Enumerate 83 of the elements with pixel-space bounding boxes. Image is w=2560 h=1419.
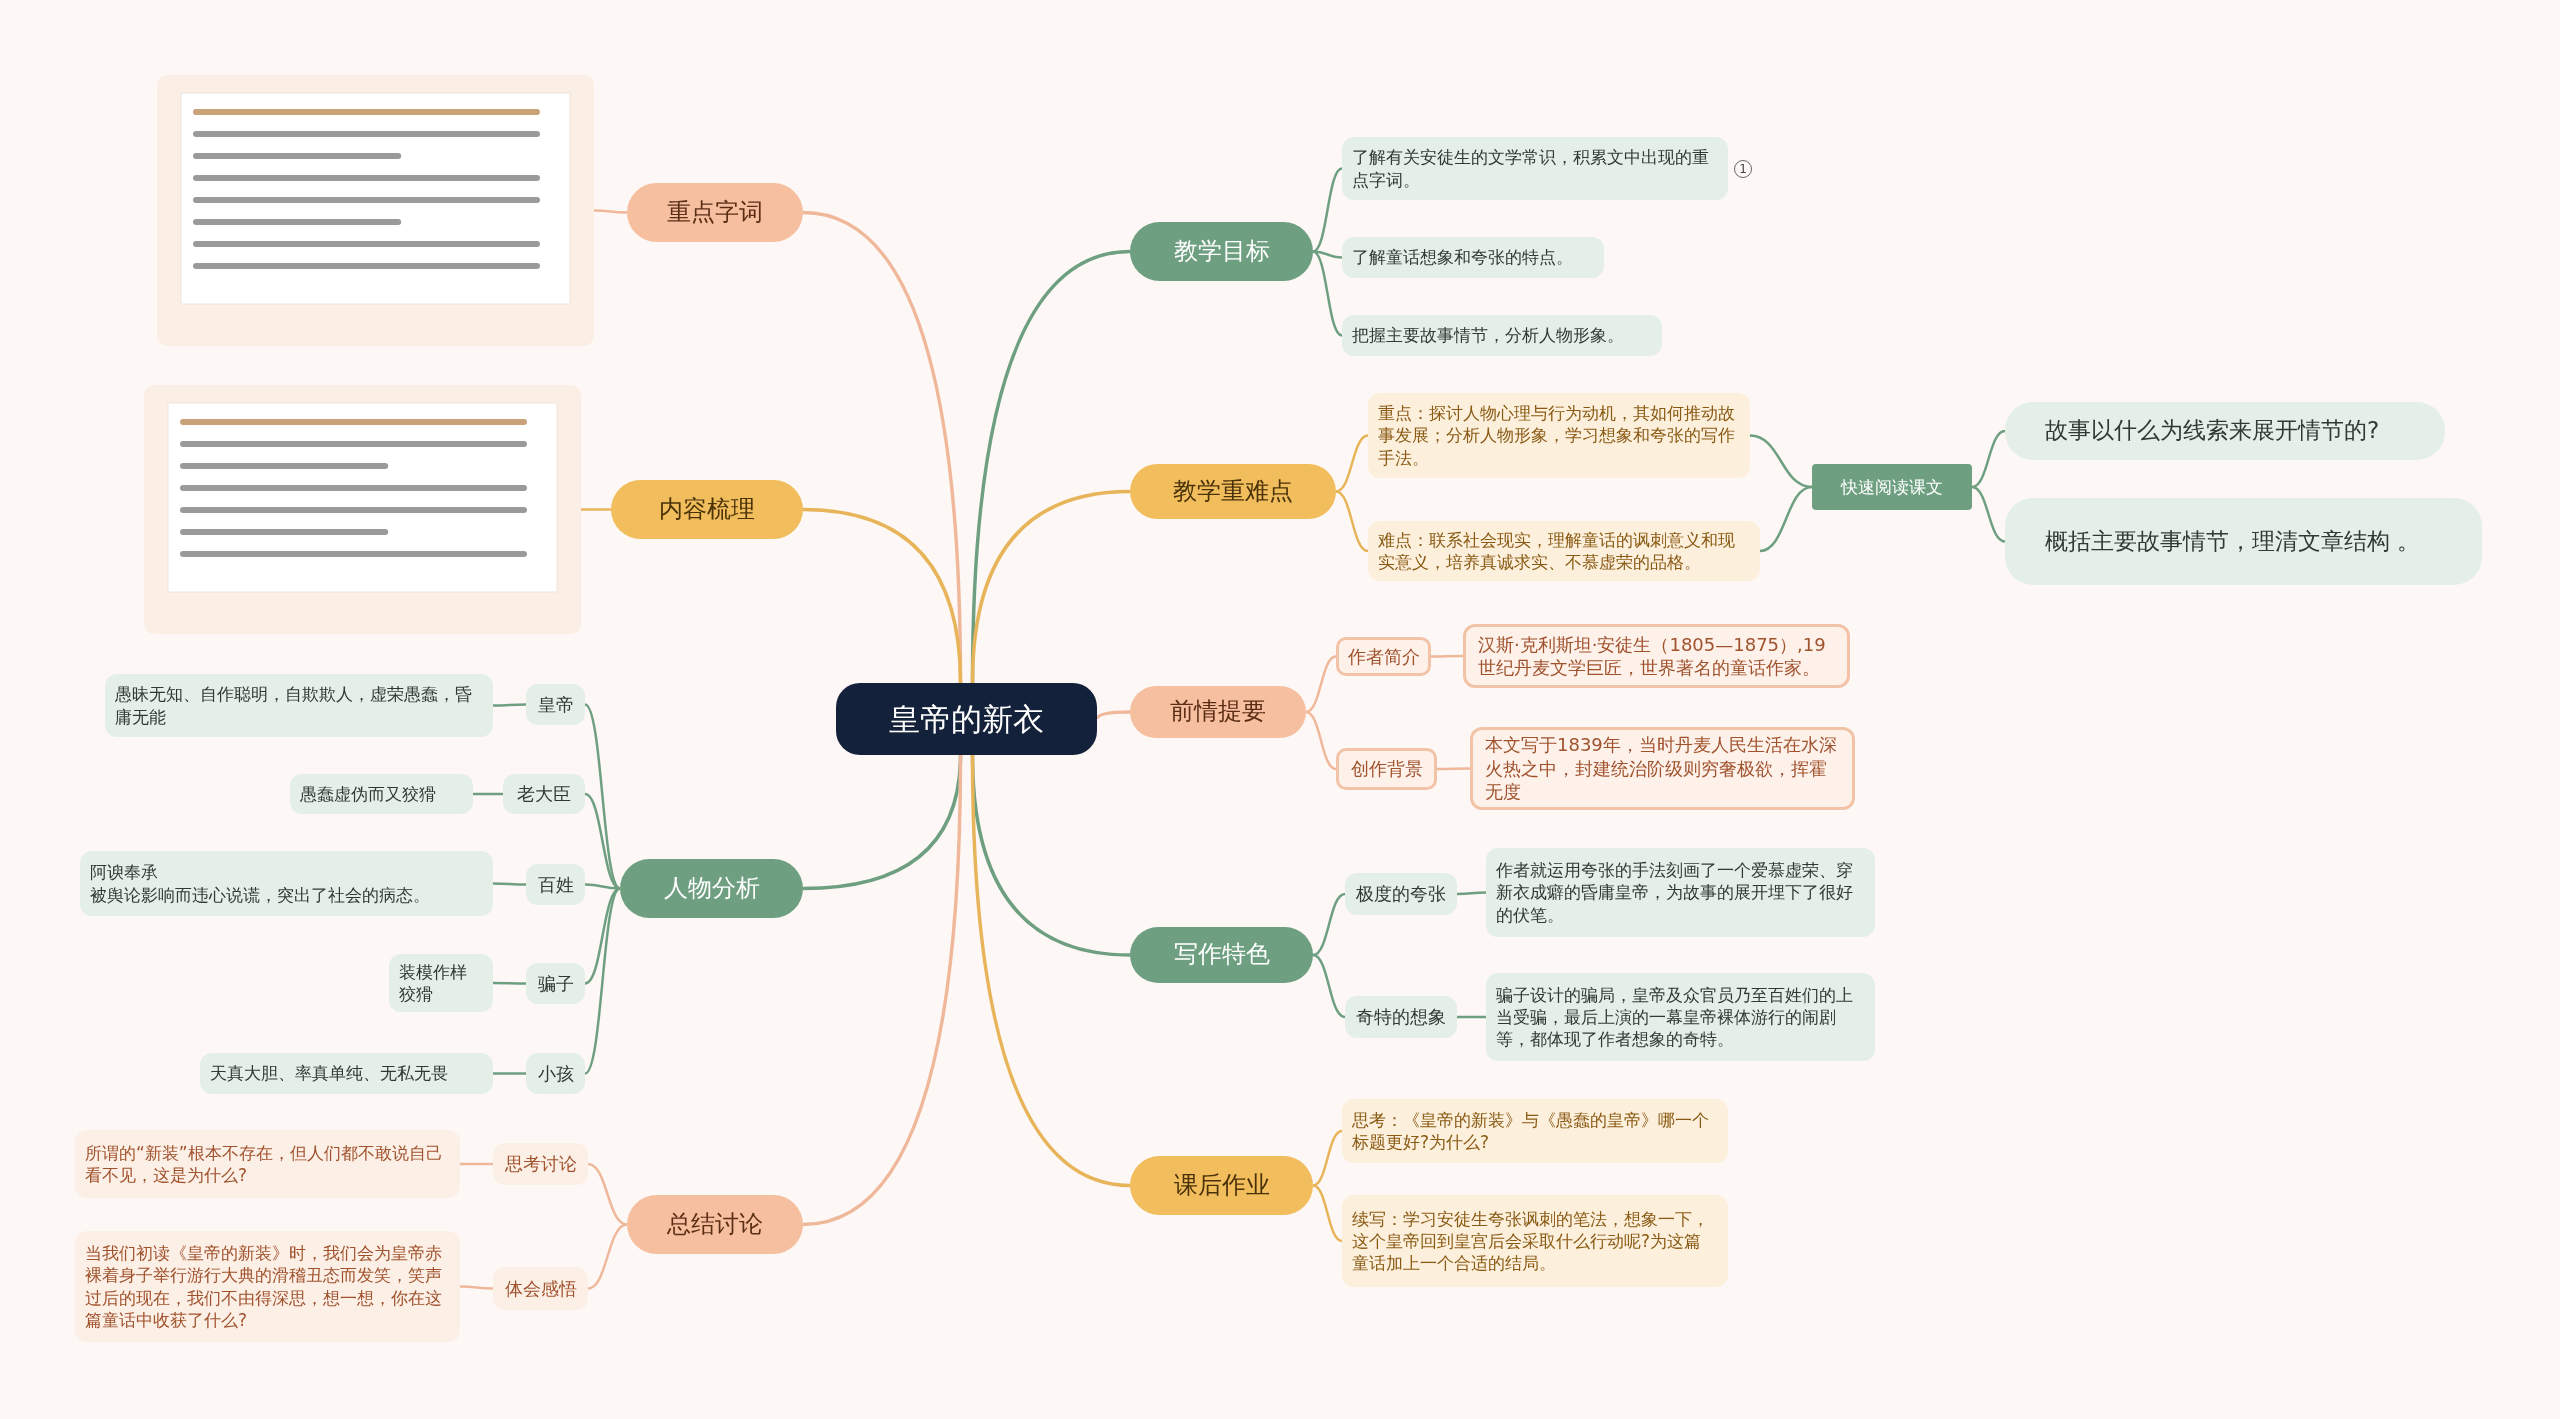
subtopic-box: 老大臣 xyxy=(503,774,585,814)
note-box: 愚蠢虚伪而又狡猾 xyxy=(290,774,473,814)
note-box: 续写：学习安徒生夸张讽刺的笔法，想象一下，这个皇帝回到皇宫后会采取什么行动呢?为这篇童话加上一个合适的结局。 xyxy=(1342,1195,1728,1287)
note-box: 汉斯·克利斯坦·安徒生（1805—1875）,19世纪丹麦文学巨匠，世界著名的童话作家。 xyxy=(1463,624,1850,688)
subtopic-box: 骗子 xyxy=(526,963,585,1004)
connector-line xyxy=(587,1223,628,1290)
connector-line xyxy=(1971,429,2006,489)
note-box: 装模作样 狡猾 xyxy=(389,954,493,1012)
connector-line xyxy=(493,882,526,886)
note-box: 骗子设计的骗局，皇帝及众官员乃至百姓们的上当受骗，最后上演的一幕皇帝裸体游行的闹剧等，都体现了作者想象的奇特。 xyxy=(1486,973,1875,1061)
note-box: 了解有关安徒生的文学常识，积累文中出现的重点字词。 xyxy=(1342,137,1728,200)
subtopic-box: 快速阅读课文 xyxy=(1812,464,1972,510)
subtopic-box: 思考讨论 xyxy=(493,1143,588,1185)
topic-pill: 写作特色 xyxy=(1130,927,1313,983)
picture-card xyxy=(157,75,594,346)
subtopic-box: 创作背景 xyxy=(1336,748,1437,790)
connector-line xyxy=(460,1285,493,1290)
note-box: 所谓的“新装”根本不存在，但人们都不敢说自己看不见，这是为什么? xyxy=(75,1130,460,1198)
connector-line xyxy=(493,1072,526,1075)
topic-pill: 教学重难点 xyxy=(1130,464,1336,519)
connector-line xyxy=(1749,434,1813,489)
connector-line xyxy=(587,1162,628,1226)
connector-line xyxy=(1457,891,1486,896)
subtopic-box: 作者简介 xyxy=(1336,637,1431,676)
topic-pill: 前情提要 xyxy=(1130,686,1306,738)
note-box: 重点：探讨人物心理与行为动机，其如何推动故事发展；分析人物形象，学习想象和夸张的写作手法。 xyxy=(1368,393,1750,478)
connector-line xyxy=(1312,167,1343,253)
note-box: 愚昧无知、自作聪明，自欺欺人，虚荣愚蠢，昏庸无能 xyxy=(105,674,493,737)
subtopic-box: 百姓 xyxy=(526,864,585,905)
connector-line xyxy=(1312,892,1346,957)
connector-line xyxy=(584,887,621,985)
connector-line xyxy=(493,981,526,985)
connector-line xyxy=(1305,710,1337,771)
connector-line xyxy=(1759,485,1813,553)
connector-line xyxy=(1431,654,1463,658)
question-box: 故事以什么为线索来展开情节的? xyxy=(2005,402,2445,460)
question-box: 概括主要故事情节，理清文章结构 。 xyxy=(2005,498,2482,585)
connector-line xyxy=(584,703,621,890)
note-box: 当我们初读《皇帝的新装》时，我们会为皇帝赤裸着身子举行游行大典的滑稽丑态而发笑，笑声过后的现在，我们不由得深思，想一想，你在这篇童话中收获了什么? xyxy=(75,1231,460,1342)
connector-line xyxy=(493,703,526,707)
connector-line xyxy=(1305,655,1337,714)
connector-line xyxy=(584,887,621,1075)
note-box: 难点：联系社会现实，理解童话的讽刺意义和现实意义，培养真诚求实、不慕虚荣的品格。 xyxy=(1368,521,1760,581)
connector-line xyxy=(802,754,963,1227)
topic-pill: 总结讨论 xyxy=(627,1195,803,1254)
connector-line xyxy=(1437,767,1470,771)
subtopic-box: 体会感悟 xyxy=(493,1267,588,1310)
subtopic-box: 小孩 xyxy=(526,1053,585,1094)
note-box: 了解童话想象和夸张的特点。 xyxy=(1342,237,1604,278)
subtopic-box: 极度的夸张 xyxy=(1345,873,1457,915)
connector-line xyxy=(594,209,627,214)
connector-line xyxy=(1312,1184,1343,1243)
connector-line xyxy=(473,792,503,796)
connector-line xyxy=(802,507,963,684)
topic-pill: 课后作业 xyxy=(1130,1156,1313,1215)
topic-pill: 内容梳理 xyxy=(611,480,803,539)
connector-line xyxy=(1971,485,2006,543)
callout-number: 1 xyxy=(1734,159,1752,178)
topic-pill: 重点字词 xyxy=(627,183,803,242)
note-box: 本文写于1839年，当时丹麦人民生活在水深火热之中，封建统治阶级则穷奢极欲，挥霍无度 xyxy=(1470,727,1855,810)
note-box: 阿谀奉承 被舆论影响而违心说谎，突出了社会的病态。 xyxy=(80,851,493,916)
connector-line xyxy=(970,489,1131,684)
subtopic-box: 皇帝 xyxy=(526,684,585,725)
connector-line xyxy=(1312,1129,1343,1187)
note-box: 天真大胆、率真单纯、无私无畏 xyxy=(200,1053,493,1094)
topic-pill: 教学目标 xyxy=(1130,222,1313,281)
connector-line xyxy=(970,754,1131,1188)
connector-line xyxy=(1312,250,1343,337)
connector-line xyxy=(460,1162,493,1166)
connector-line xyxy=(1095,710,1130,720)
note-box: 思考：《皇帝的新装》与《愚蠢的皇帝》哪一个标题更好?为什么? xyxy=(1342,1099,1728,1163)
central-topic: 皇帝的新衣 xyxy=(836,683,1097,755)
connector-line xyxy=(1457,1015,1486,1019)
topic-pill: 人物分析 xyxy=(620,859,803,918)
note-box: 作者就运用夸张的手法刻画了一个爱慕虚荣、穿新衣成癖的昏庸皇帝，为故事的展开埋下了很好的伏笔。 xyxy=(1486,848,1875,937)
subtopic-box: 奇特的想象 xyxy=(1345,996,1457,1038)
connector-line xyxy=(1335,434,1369,493)
connector-line xyxy=(584,792,621,890)
connector-line xyxy=(1312,953,1346,1019)
connector-line xyxy=(581,508,611,511)
note-box: 把握主要故事情节，分析人物形象。 xyxy=(1342,315,1662,356)
picture-card xyxy=(144,385,581,634)
connector-line xyxy=(1335,490,1369,553)
